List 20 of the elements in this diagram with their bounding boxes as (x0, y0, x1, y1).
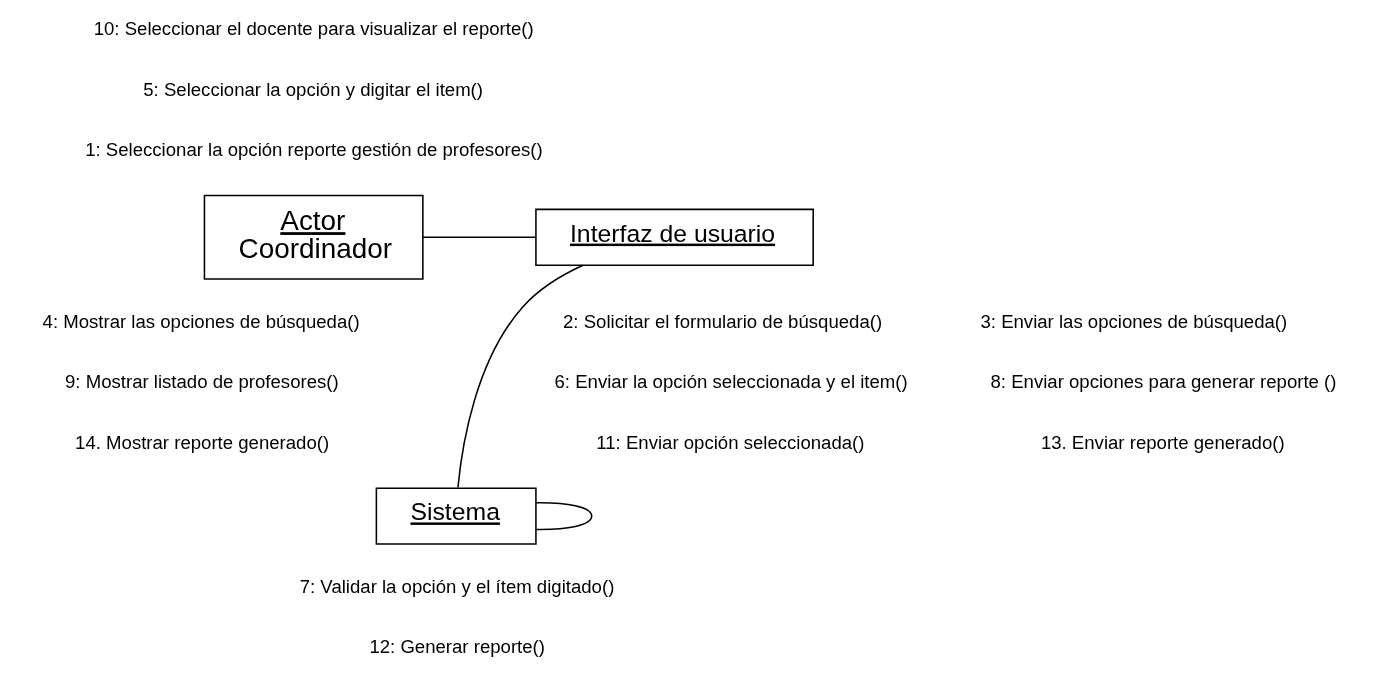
label: 9: Mostrar listado de profesores() (65, 371, 339, 393)
label: 1: Seleccionar la opción reporte gestión de profesores() (85, 139, 543, 161)
connector (457, 264, 584, 489)
label: 14. Mostrar reporte generado() (75, 431, 330, 453)
label: 12: Generar reporte() (369, 636, 545, 658)
label: 2: Solicitar el formulario de búsqueda() (563, 311, 883, 333)
label: 4: Mostrar las opciones de búsqueda() (42, 311, 360, 333)
label: 6: Enviar la opción seleccionada y el item() (554, 371, 908, 393)
label: 5: Seleccionar la opción y digitar el item() (143, 78, 483, 100)
label: 10: Seleccionar el docente para visualizar el reporte() (93, 18, 534, 40)
node-box: Sistema (375, 487, 537, 545)
node-box: Actor Coordinador (203, 194, 424, 280)
connector (422, 236, 537, 239)
connector (535, 501, 593, 531)
label: 3: Enviar las opciones de búsqueda() (980, 311, 1288, 333)
label: 13. Enviar reporte generado() (1040, 431, 1285, 453)
node-box: Interfaz de usuario (535, 208, 814, 266)
label: 8: Enviar opciones para generar reporte () (990, 371, 1337, 393)
label: 7: Validar la opción y el ítem digitado() (299, 575, 615, 597)
label: 11: Enviar opción seleccionada() (596, 431, 865, 453)
